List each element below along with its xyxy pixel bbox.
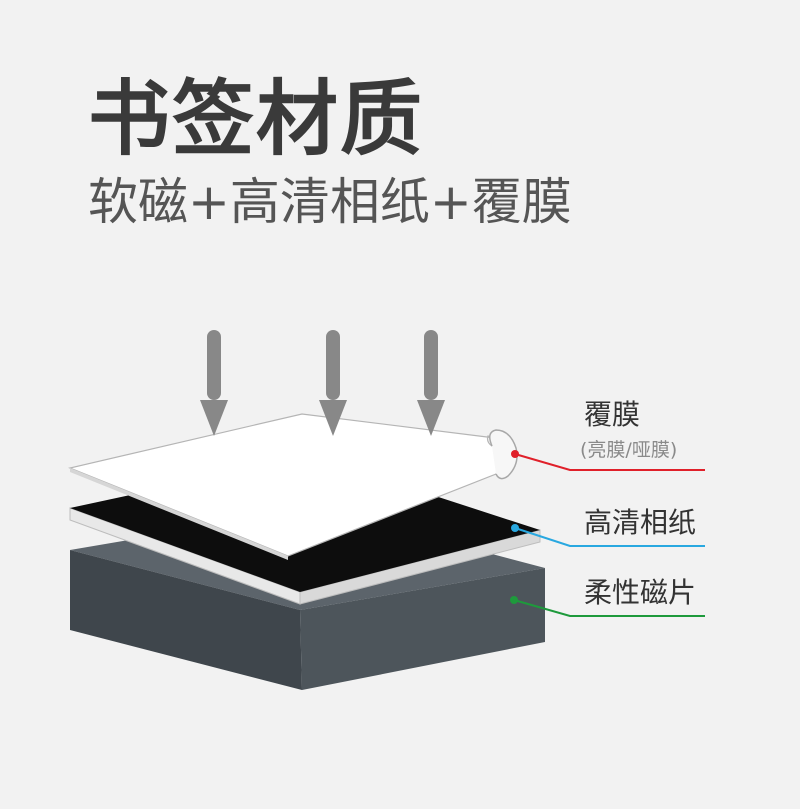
- arrow-3-head: [417, 400, 445, 436]
- arrow-1-head: [200, 400, 228, 436]
- arrow-1-shaft: [207, 330, 221, 400]
- paper-side-edge: [299, 529, 541, 605]
- magnet-side-face: [300, 568, 545, 690]
- film-curl: [489, 429, 518, 480]
- arrow-3-shaft: [424, 330, 438, 400]
- callout-magnet-line: [513, 599, 705, 617]
- film-front-edge: [70, 468, 288, 560]
- page-subtitle: 软磁+高清相纸+覆膜: [88, 173, 572, 231]
- page-title: 书签材质: [88, 72, 425, 167]
- film-layer: [68, 413, 518, 560]
- callout-film-line: [514, 453, 705, 471]
- magnet-front-face: [70, 550, 302, 690]
- label-photo-paper: 高清相纸: [584, 506, 697, 539]
- callout-film: [511, 450, 705, 471]
- arrow-2-head: [319, 400, 347, 436]
- down-arrow-icon: [200, 330, 445, 436]
- arrow-2-shaft: [326, 330, 340, 400]
- label-film: 覆膜: [584, 398, 641, 431]
- label-magnet: 柔性磁片: [584, 576, 697, 609]
- callout-paper-line: [514, 527, 705, 547]
- callout-paper: [511, 524, 705, 547]
- callout-magnet: [510, 596, 705, 617]
- label-film-note: (亮膜/哑膜): [580, 439, 678, 461]
